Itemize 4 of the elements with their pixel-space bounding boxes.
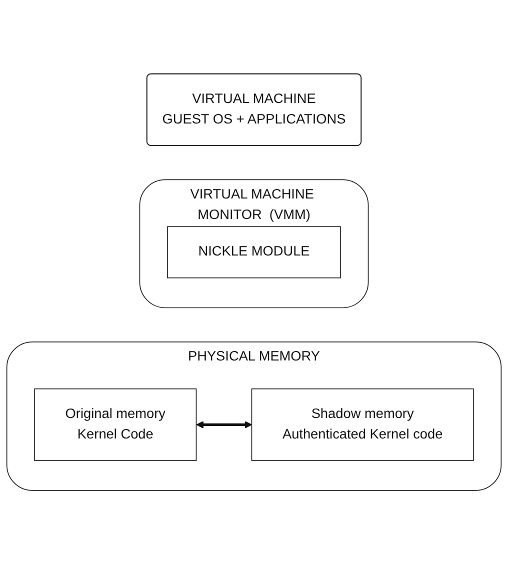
node-box: NICKLE MODULE <box>167 226 341 279</box>
node-box: Original memory Kernel Code <box>34 388 197 462</box>
node-box: Shadow memory Authenticated Kernel code <box>251 388 474 462</box>
arrow <box>196 421 252 429</box>
